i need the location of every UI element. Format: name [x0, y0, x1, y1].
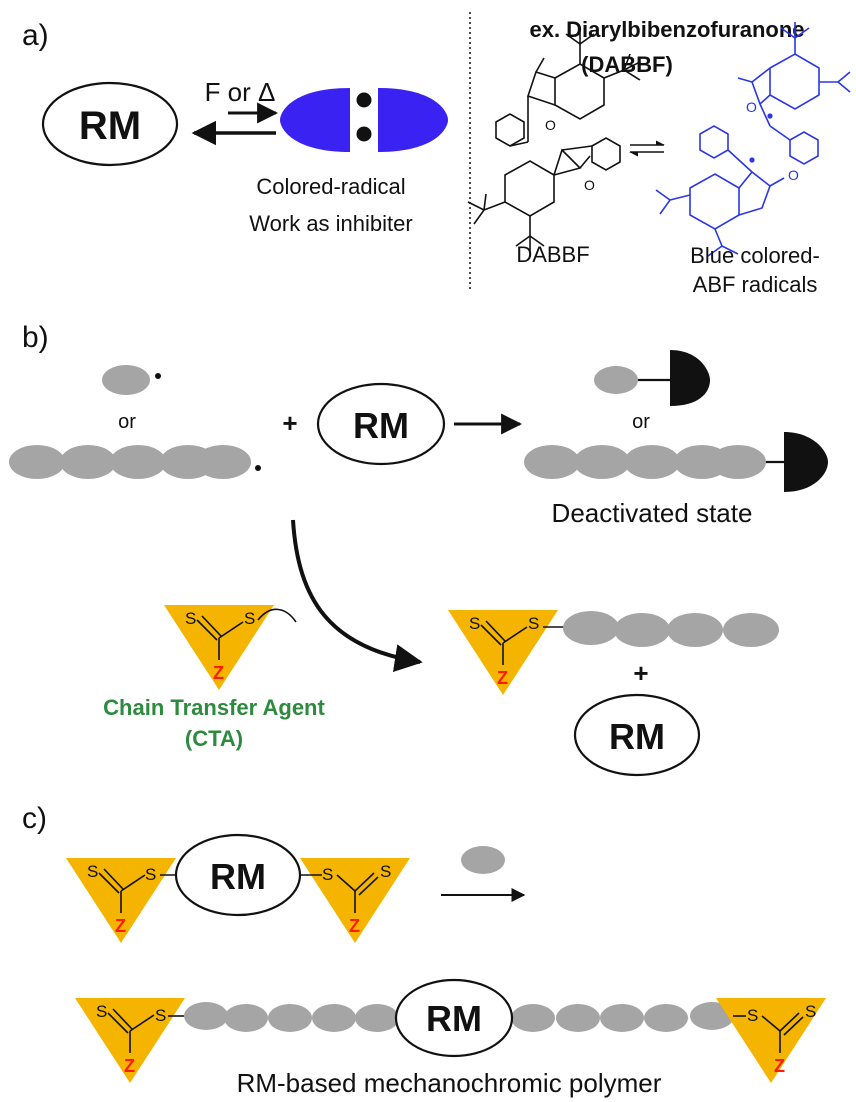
abf-label-line1: Blue colored-	[690, 243, 820, 268]
cta-capped-polymer	[448, 610, 779, 695]
rm-capsule-polymer	[394, 978, 514, 1058]
cta-pathway-arrow	[291, 519, 423, 672]
polymer-right-z: Z	[774, 1056, 785, 1076]
rm-label-polymer: RM	[426, 998, 482, 1039]
polymer-right-thio-s: S	[747, 1006, 758, 1025]
product-thio-s: S	[528, 614, 539, 633]
radical-dot-upper	[767, 113, 773, 119]
cta-thione-s: S	[185, 609, 196, 628]
monomer-radical-bead	[102, 365, 150, 395]
polymer-caption: RM-based mechanochromic polymer	[237, 1068, 662, 1098]
panel-a-letter: a)	[22, 19, 49, 52]
or-label-right: or	[632, 411, 650, 433]
initiator-left-thione-s: S	[87, 862, 98, 881]
rm-label-released: RM	[609, 716, 665, 757]
equilibrium-arrows	[191, 102, 279, 146]
colored-radical-pair	[280, 88, 448, 152]
polymer-radical-dot	[255, 465, 261, 471]
force-heat-label: F or Δ	[205, 77, 276, 107]
product-thione-s: S	[469, 614, 480, 633]
rm-label-b: RM	[353, 405, 409, 446]
polymer-left-thione-s: S	[96, 1002, 107, 1021]
initiator-right-thio-s: S	[322, 865, 333, 884]
abf-o-lower: O	[788, 167, 799, 183]
cta-thio-s: S	[244, 609, 255, 628]
initiator-right-z: Z	[349, 916, 360, 936]
rm-capsule-released	[573, 693, 701, 777]
deactivated-state-label: Deactivated state	[552, 498, 753, 528]
capping-half-disk-upper	[670, 350, 710, 406]
rm-cta-initiator	[66, 858, 410, 943]
cta-label-line1: Chain Transfer Agent	[103, 695, 325, 720]
cta-z-group: Z	[213, 663, 224, 683]
panel-a: a) RM F or Δ Colored-radical Work as inh…	[22, 12, 851, 297]
panel-b: b) or + RM or Dea	[9, 321, 828, 777]
plus-sign-products: +	[633, 658, 648, 688]
polymer-right-thione-s: S	[805, 1002, 816, 1021]
rm-capsule-b	[316, 382, 446, 466]
dabbf-o-upper: O	[545, 117, 556, 133]
polymer-radical-chain	[9, 445, 251, 479]
rm-label-c: RM	[210, 856, 266, 897]
cta-agent	[164, 605, 297, 690]
radical-dot-lower	[749, 157, 755, 163]
rm-capsule	[41, 81, 179, 167]
capped-monomer-bead	[594, 366, 638, 394]
panel-b-letter: b)	[22, 321, 49, 354]
rm-capsule-c	[174, 833, 302, 917]
abf-radical-structures	[655, 22, 851, 257]
colored-radical-caption: Colored-radical	[256, 174, 405, 199]
initiator-left-thio-s: S	[145, 865, 156, 884]
capping-half-disk-lower	[784, 432, 828, 492]
example-title: ex. Diarylbibenzofuranone	[529, 17, 804, 42]
dabbf-equilibrium-arrows	[629, 140, 665, 157]
dabbf-label: DABBF	[516, 242, 589, 267]
mechanochromic-polymer	[75, 998, 826, 1083]
product-z-group: Z	[497, 668, 508, 688]
cta-label-line2: (CTA)	[185, 726, 243, 751]
dabbf-structure	[467, 28, 641, 252]
polymer-left-z: Z	[124, 1056, 135, 1076]
plus-sign-b: +	[282, 408, 297, 438]
panel-c-letter: c)	[22, 802, 47, 835]
polymer-left-thio-s: S	[155, 1006, 166, 1025]
rm-label: RM	[79, 104, 141, 148]
abf-o-upper: O	[746, 99, 757, 115]
abf-label-line2: ABF radicals	[693, 272, 818, 297]
inhibitor-caption: Work as inhibiter	[249, 211, 412, 236]
panel-c: c) S S Z S S Z RM	[22, 802, 826, 1098]
monomer-radical-dot	[155, 373, 161, 379]
dabbf-o-lower: O	[584, 177, 595, 193]
capped-polymer-chain	[524, 445, 766, 479]
initiator-right-thione-s: S	[380, 862, 391, 881]
or-label-left: or	[118, 411, 136, 433]
monomer-bead-c	[461, 846, 505, 874]
initiator-left-z: Z	[115, 916, 126, 936]
